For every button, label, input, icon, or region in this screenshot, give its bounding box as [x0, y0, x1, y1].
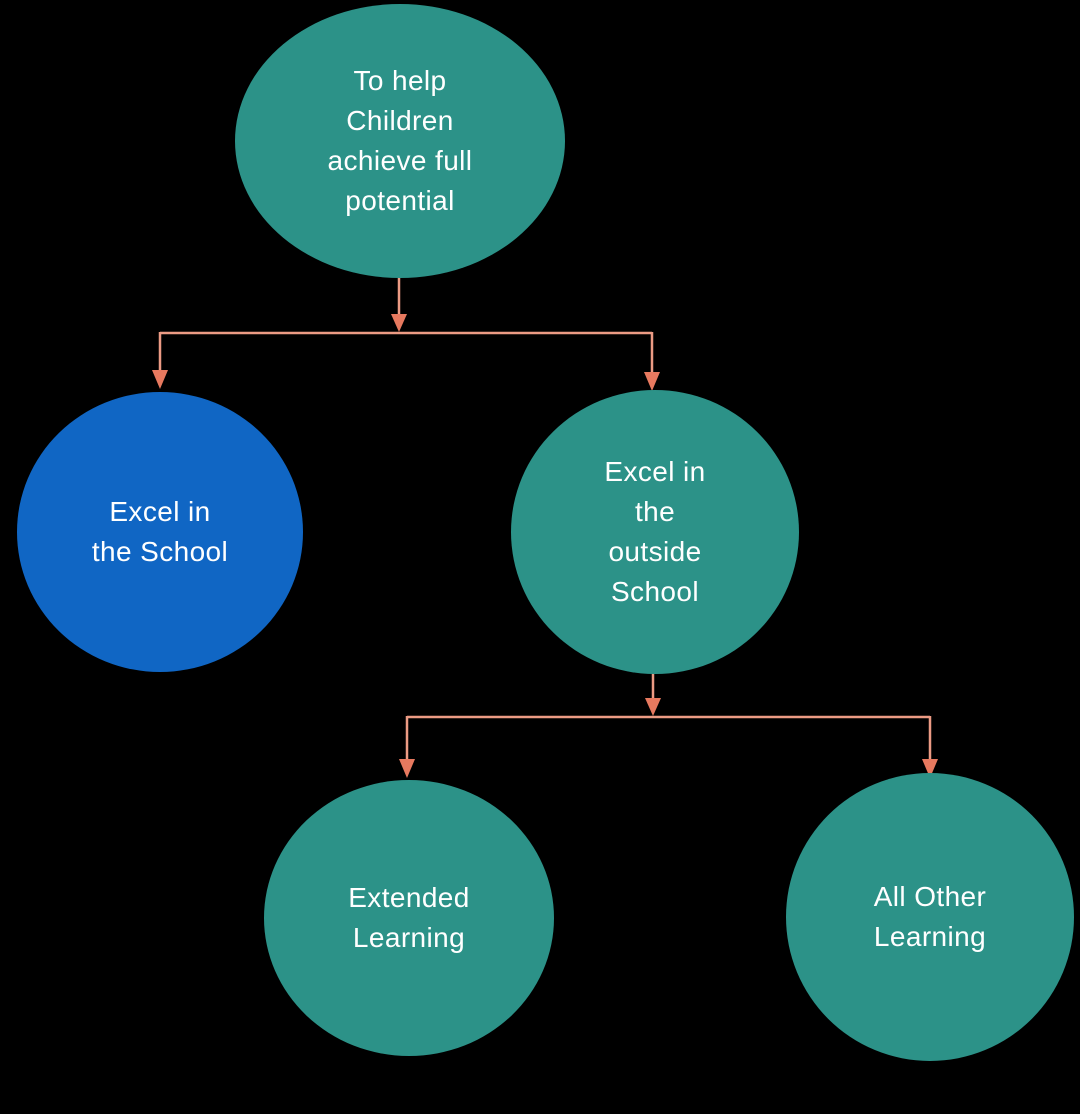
arrowhead-down-icon [152, 370, 168, 389]
node-label: Excel in the outside School [604, 456, 706, 607]
arrowhead-down-icon [644, 372, 660, 391]
node-excel-outside-school: Excel in the outside School [511, 390, 799, 674]
node-root-goal: To help Children achieve full potential [235, 4, 565, 278]
connector-root-to-children [152, 258, 660, 391]
arrowhead-down-icon [391, 314, 407, 332]
node-label: Excel in the School [91, 496, 229, 567]
arrowhead-down-icon [922, 759, 938, 778]
node-excel-in-school: Excel in the School [17, 392, 303, 672]
connector-outside-to-children [399, 640, 938, 778]
arrowhead-down-icon [399, 759, 415, 778]
node-label: All Other Learning [873, 881, 987, 952]
node-label: Extended Learning [348, 882, 470, 953]
node-label: To help Children achieve full potential [327, 65, 473, 216]
node-extended-learning: Extended Learning [264, 780, 554, 1056]
arrowhead-down-icon [645, 698, 661, 716]
node-all-other-learning: All Other Learning [786, 773, 1074, 1061]
